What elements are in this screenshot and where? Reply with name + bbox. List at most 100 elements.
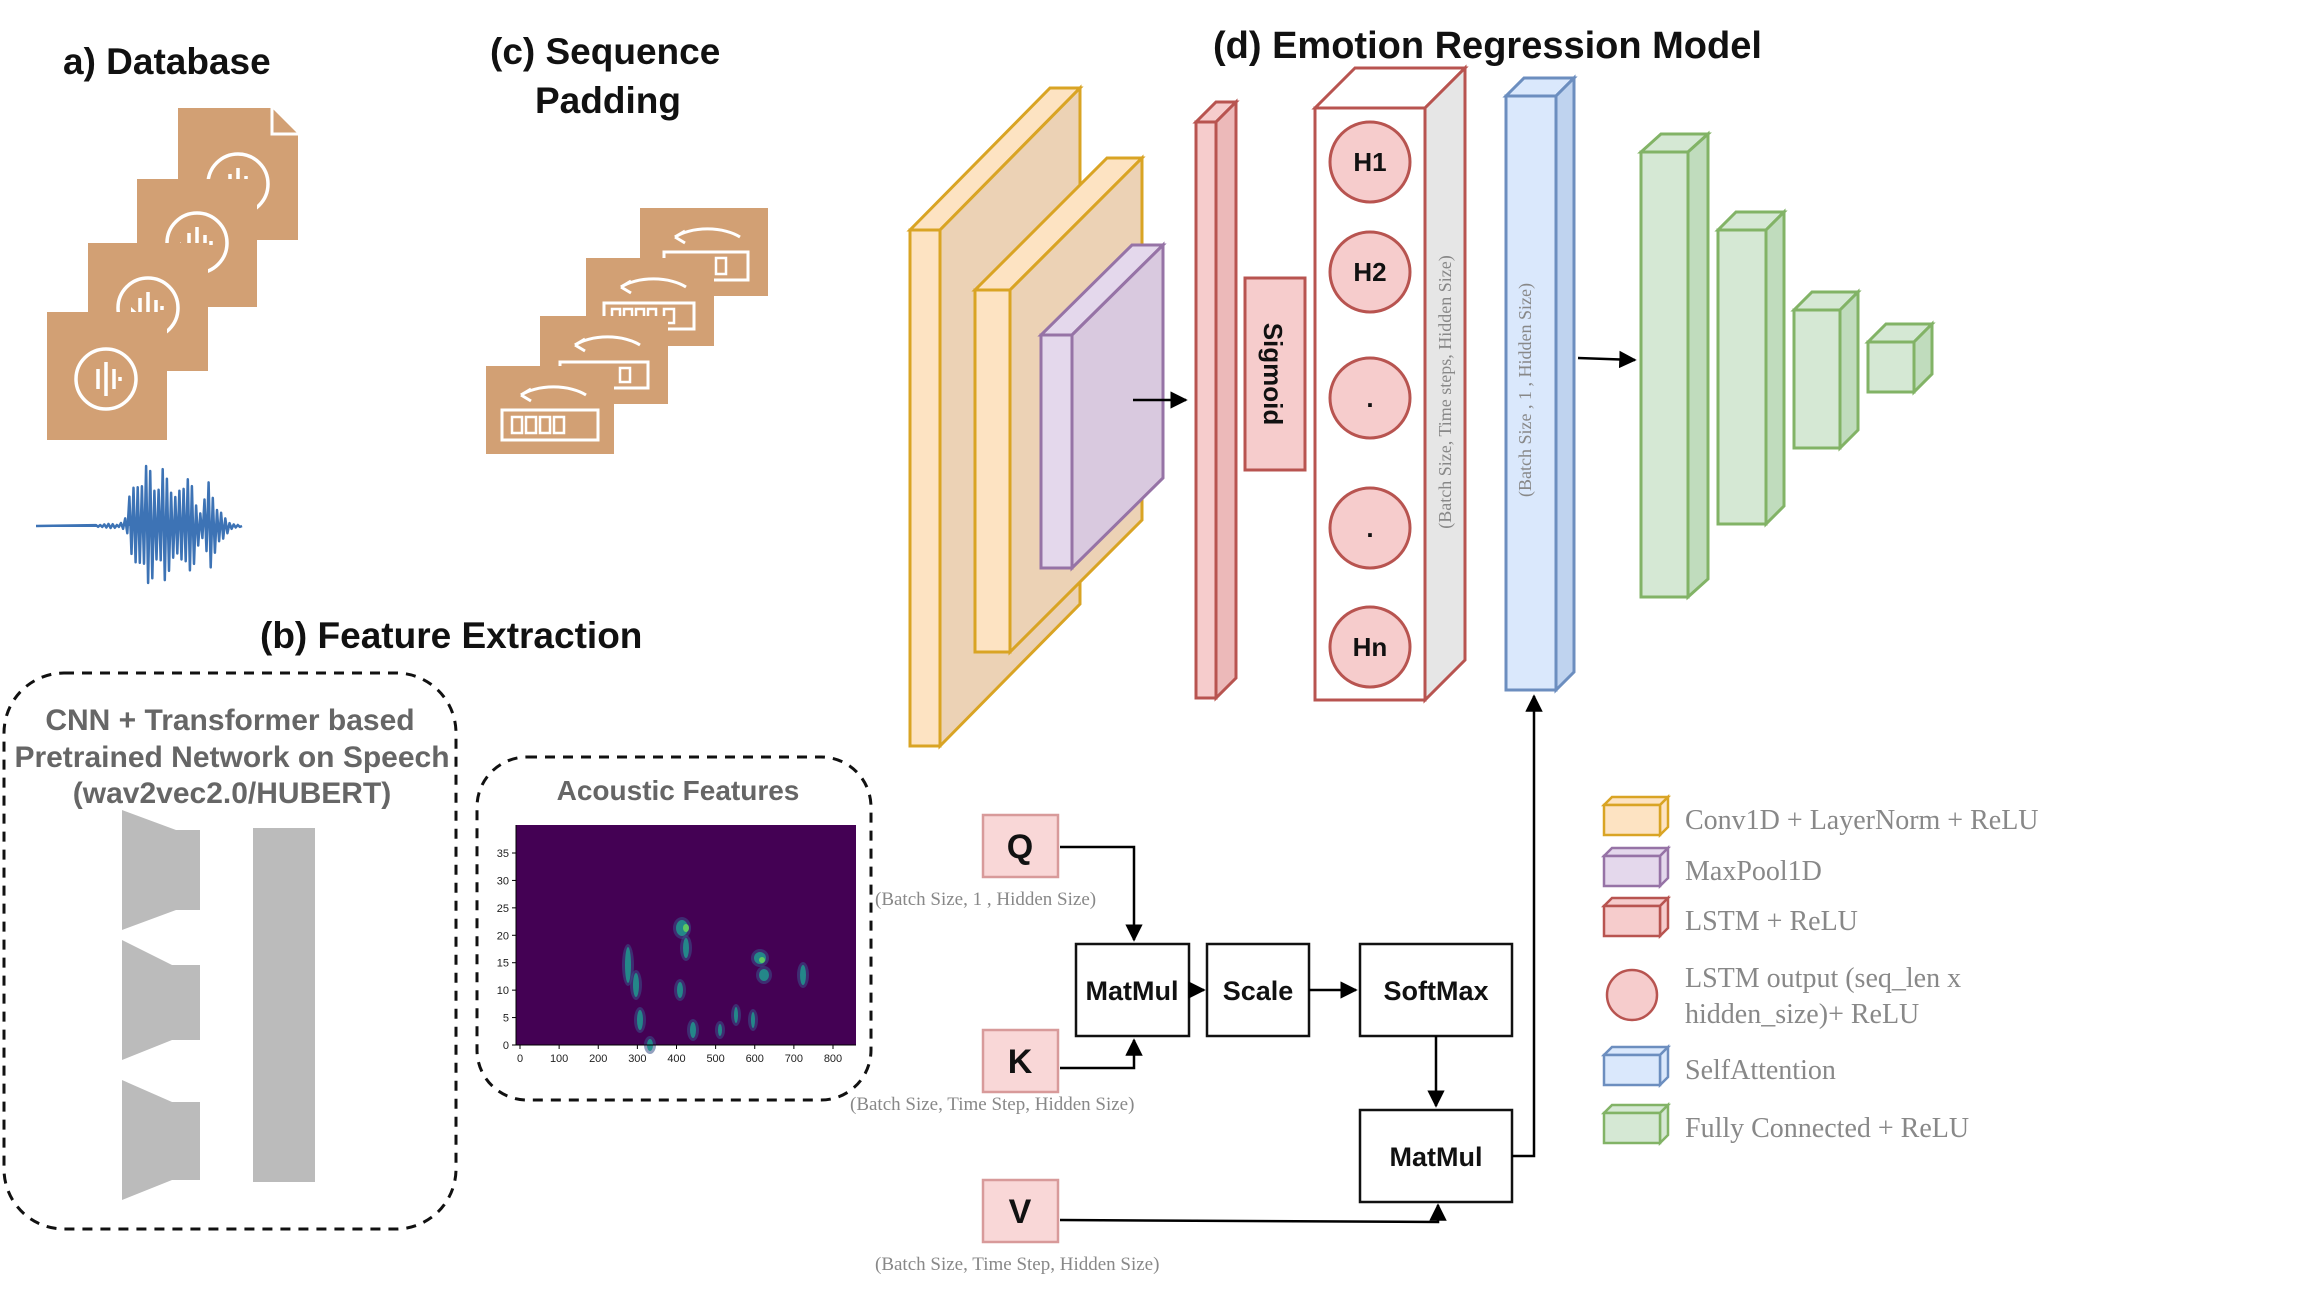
scale-box: Scale: [1205, 942, 1311, 1038]
waveform: [35, 464, 243, 585]
cube-icon: [1600, 1043, 1672, 1089]
audio-file-icon: [47, 312, 167, 440]
arrow-attention-to-fc: [1577, 350, 1637, 369]
sigmoid-box: Sigmoid: [1243, 276, 1307, 472]
v-label: V: [1009, 1193, 1032, 1231]
hidden-unit-label: H2: [1353, 257, 1386, 287]
hidden-unit-label: .: [1366, 513, 1373, 543]
q-shape-label: (Batch Size, 1 , Hidden Size): [875, 889, 1096, 910]
legend-item-2: MaxPool1D: [1600, 844, 1822, 890]
x-tick-label: 300: [628, 1053, 646, 1065]
spectrogram-blob-core: [633, 973, 639, 997]
x-tick-label: 500: [706, 1053, 724, 1065]
fc-block-4: [1864, 320, 1936, 396]
spectrogram-blob-core: [676, 920, 688, 936]
circle-icon: [1605, 968, 1659, 1022]
v-box: V: [981, 1178, 1060, 1244]
y-tick-label: 15: [497, 958, 509, 970]
matmul-box-2: MatMul: [1358, 1108, 1514, 1204]
cnn-block-shapes: [122, 810, 315, 1200]
legend-item-1: Conv1D + LayerNorm + ReLU: [1600, 793, 2039, 839]
sigmoid-label: Sigmoid: [1258, 323, 1288, 426]
q-box: Q: [981, 813, 1060, 879]
k-box: K: [981, 1028, 1060, 1094]
softmax-box: SoftMax: [1358, 942, 1514, 1038]
cube-icon: [1600, 793, 1672, 839]
k-label: K: [1008, 1043, 1033, 1081]
x-tick-label: 100: [550, 1053, 568, 1065]
pretrained-title-line1: CNN + Transformer based: [45, 704, 414, 737]
y-tick-label: 20: [497, 930, 509, 942]
maxpool1d-block: [1037, 241, 1167, 572]
legend-item-3: LSTM + ReLU: [1600, 894, 1858, 940]
spectrogram-blob-core: [677, 982, 683, 998]
spectrogram-blob-core: [683, 938, 689, 958]
y-tick-label: 10: [497, 985, 509, 997]
x-tick-label: 700: [785, 1053, 803, 1065]
hidden-unit-circle: [1328, 605, 1412, 689]
feature-extraction-header: (b) Feature Extraction: [260, 615, 642, 656]
lstm-block: [1192, 98, 1240, 702]
sequence-padding-header-line2: Padding: [535, 80, 681, 121]
fc-block-3: [1790, 288, 1862, 452]
q-label: Q: [1007, 828, 1033, 866]
padding-stack: [486, 208, 768, 454]
hidden-unit-circle: [1328, 356, 1412, 440]
y-tick-label: 35: [497, 848, 509, 860]
self-attention-block: (Batch Size , 1 , Hidden Size): [1502, 74, 1578, 694]
spectrogram-blob-core: [625, 947, 631, 983]
hidden-unit-2: H2: [1328, 230, 1412, 314]
lstm-shape-label: (Batch Size, Time steps, Hidden Size): [1435, 255, 1456, 528]
matmul-box-1: MatMul: [1074, 942, 1191, 1038]
scale-label: Scale: [1223, 976, 1294, 1006]
legend-label: LSTM output (seq_len x: [1685, 963, 1961, 994]
hidden-unit-5: Hn: [1328, 605, 1412, 689]
acoustic-features-title: Acoustic Features: [557, 775, 800, 806]
x-tick-label: 200: [589, 1053, 607, 1065]
legend-label: MaxPool1D: [1685, 856, 1822, 887]
x-tick-label: 600: [746, 1053, 764, 1065]
spectrogram-blob-core: [734, 1007, 738, 1023]
hidden-unit-3: .: [1328, 356, 1412, 440]
x-tick-label: 0: [517, 1053, 523, 1065]
spectrogram-blob-core: [718, 1024, 722, 1036]
legend-label-line2: hidden_size)+ ReLU: [1685, 999, 1919, 1030]
spectrogram-blob-core: [751, 1012, 755, 1028]
database-header: a) Database: [63, 41, 271, 82]
spectrogram-peak: [759, 957, 765, 963]
cube-icon: [1600, 844, 1672, 890]
k-shape-label: (Batch Size, Time Step, Hidden Size): [850, 1094, 1134, 1115]
hidden-unit-label: .: [1366, 383, 1373, 413]
sequence-padding-header-line1: (c) Sequence: [490, 31, 720, 72]
hidden-unit-circle: [1328, 230, 1412, 314]
y-tick-label: 0: [503, 1040, 509, 1052]
legend-label: SelfAttention: [1685, 1055, 1836, 1086]
cube-icon: [1600, 894, 1672, 940]
y-tick-label: 5: [503, 1013, 509, 1025]
hidden-unit-label: Hn: [1353, 632, 1388, 662]
legend-label: Conv1D + LayerNorm + ReLU: [1685, 805, 2039, 836]
pretrained-title-line3: (wav2vec2.0/HUBERT): [73, 777, 391, 810]
legend-label: Fully Connected + ReLU: [1685, 1113, 1969, 1144]
hidden-unit-label: H1: [1353, 147, 1386, 177]
spectrogram-peak: [683, 924, 689, 932]
spectrogram-features: [622, 917, 809, 1054]
attention-arrows: [1059, 694, 1543, 1224]
padding-tile: [486, 366, 614, 454]
legend-label: LSTM + ReLU: [1685, 906, 1858, 937]
x-tick-label: 400: [667, 1053, 685, 1065]
legend-item-5: SelfAttention: [1600, 1043, 1836, 1089]
y-tick-label: 30: [497, 875, 509, 887]
audio-file-stack: [47, 108, 298, 440]
matmul-label-1: MatMul: [1086, 976, 1179, 1006]
v-shape-label: (Batch Size, Time Step, Hidden Size): [875, 1254, 1159, 1275]
attention-shape-label: (Batch Size , 1 , Hidden Size): [1515, 283, 1536, 497]
spectrogram-blob-core: [690, 1022, 696, 1038]
matmul-label-2: MatMul: [1390, 1142, 1483, 1172]
